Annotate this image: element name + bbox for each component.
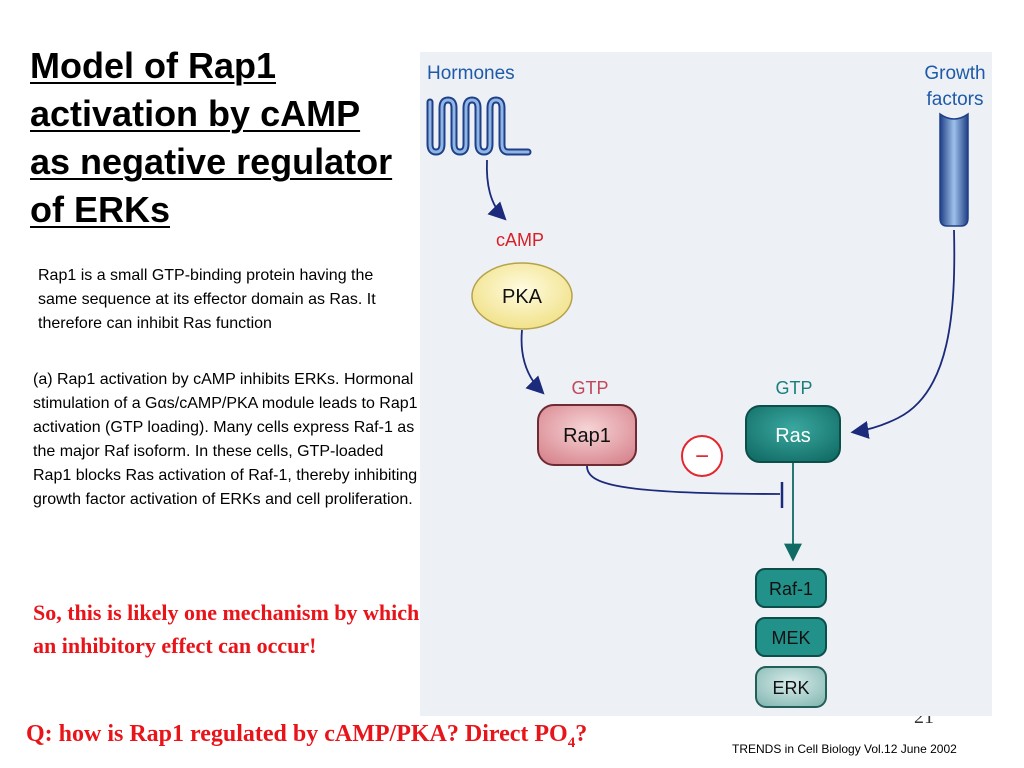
arrow-growth-to-ras (850, 229, 956, 439)
pka-node (471, 262, 573, 330)
growth-factor-receptor-icon (939, 112, 969, 227)
pka-label: PKA (502, 286, 543, 308)
question-text: Q: how is Rap1 regulated by cAMP/PKA? Di… (26, 718, 746, 750)
rap1-description: Rap1 is a small GTP-binding protein havi… (38, 267, 376, 332)
rap1-node (537, 404, 637, 466)
camp-label: cAMP (496, 230, 544, 250)
mechanism-text-start: (a) Rap1 activation by cAMP inhibits ERK… (33, 371, 414, 412)
hormones-label: Hormones (427, 63, 515, 84)
raf1-node (755, 568, 827, 608)
conclusion-note: So, this is likely one mechanism by whic… (33, 600, 420, 658)
pathway-diagram: Hormones Growth factors cAMP PKA GTP GTP… (420, 52, 992, 716)
pathway-svg: Hormones Growth factors cAMP PKA GTP GTP… (426, 63, 986, 708)
arrow-hormone-to-camp (485, 159, 507, 221)
erk-label: ERK (772, 678, 809, 698)
growth-factors-label-1: Growth (924, 63, 985, 84)
alpha-symbol: α (157, 395, 167, 412)
mechanism-description: (a) Rap1 activation by cAMP inhibits ERK… (33, 368, 423, 512)
gtp-ras-label: GTP (775, 378, 812, 398)
gtp-rap1-label: GTP (571, 378, 608, 398)
inhibition-circle-icon (681, 435, 723, 477)
citation: TRENDS in Cell Biology Vol.12 June 2002 (732, 742, 957, 756)
question-subscript: 4 (567, 734, 576, 751)
rap1-label: Rap1 (563, 425, 611, 447)
arrow-pka-to-rap1 (520, 329, 545, 395)
erk-node (755, 666, 827, 708)
mek-node (755, 617, 827, 657)
raf1-label: Raf-1 (769, 579, 813, 599)
ras-node (745, 405, 841, 463)
inhibition-symbol: − (695, 443, 709, 470)
question-main: Q: how is Rap1 regulated by cAMP/PKA? Di… (26, 721, 568, 747)
growth-factors-label-2: factors (926, 89, 983, 110)
rap1-inhibition-line (586, 465, 781, 495)
slide-title: Model of Rap1 activation by cAMP as nega… (30, 45, 393, 230)
question-end: ? (575, 721, 588, 747)
mechanism-text-end: s/cAMP/PKA module leads to Rap1 activati… (33, 395, 418, 508)
mek-label: MEK (771, 628, 810, 648)
ras-label: Ras (775, 425, 811, 447)
